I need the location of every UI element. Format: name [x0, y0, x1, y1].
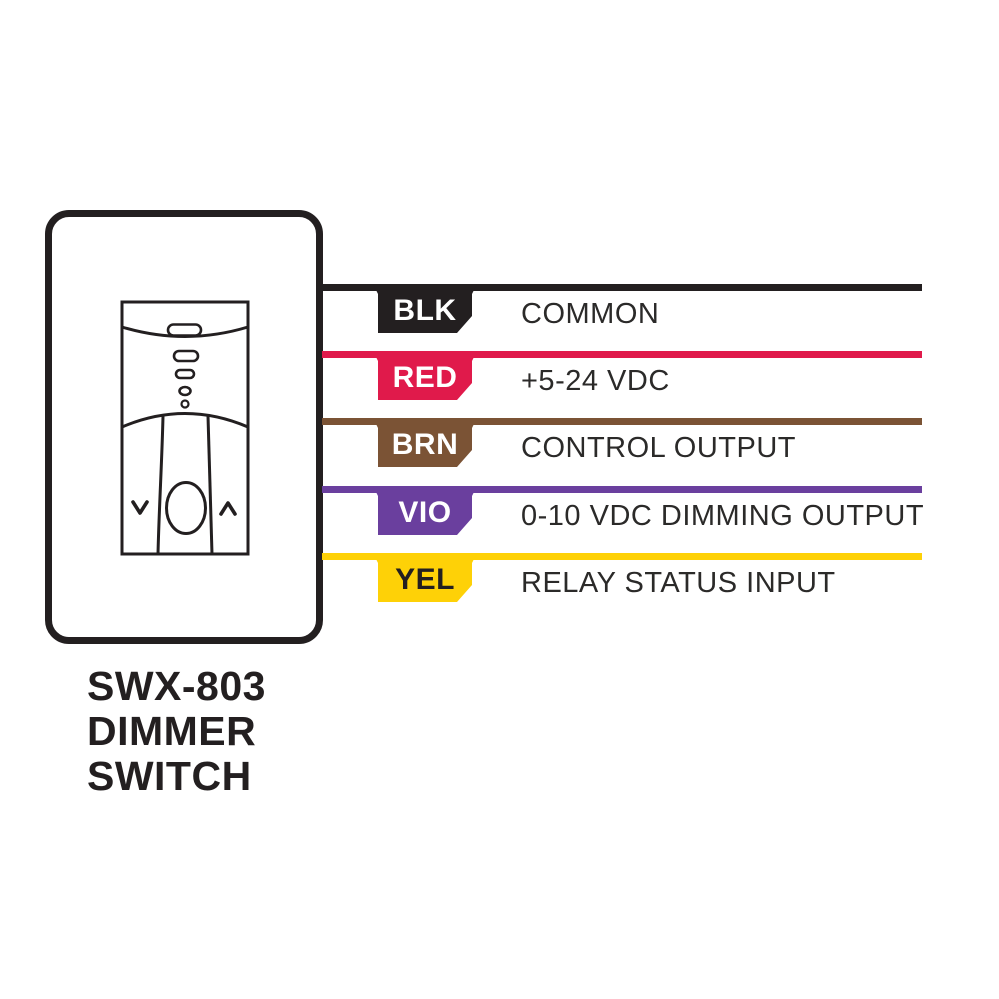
dimmer-switch-plate: [45, 210, 323, 644]
wire-line: [322, 418, 922, 425]
wire-row-blk: BLK COMMON: [322, 284, 942, 340]
wire-line: [322, 351, 922, 358]
wire-function-label: CONTROL OUTPUT: [521, 431, 796, 464]
wire-function-label: +5-24 VDC: [521, 364, 670, 397]
device-title-line: SWITCH: [87, 753, 252, 799]
wire-row-brn: BRN CONTROL OUTPUT: [322, 418, 942, 474]
wire-row-red: RED +5-24 VDC: [322, 351, 942, 407]
wire-tag-text: YEL: [395, 563, 455, 596]
wire-line: [322, 486, 922, 493]
wire-color-tag: VIO: [373, 486, 477, 535]
wire-color-tag: RED: [373, 351, 477, 400]
wire-tag-text: BLK: [393, 294, 457, 327]
wire-row-vio: VIO 0-10 VDC DIMMING OUTPUT: [322, 486, 942, 542]
wire-function-label: COMMON: [521, 297, 660, 330]
wire-line: [322, 553, 922, 560]
wire-tag-text: VIO: [398, 496, 452, 529]
wire-row-yel: YEL RELAY STATUS INPUT: [322, 553, 942, 609]
device-title: SWX-803 DIMMER SWITCH: [87, 664, 266, 799]
wire-color-tag: YEL: [373, 553, 477, 602]
wire-line: [322, 284, 922, 291]
wire-function-label: RELAY STATUS INPUT: [521, 566, 836, 599]
wire-tag-text: BRN: [391, 428, 459, 461]
wire-color-tag: BLK: [373, 284, 477, 333]
wire-function-label: 0-10 VDC DIMMING OUTPUT: [521, 499, 925, 532]
wire-color-tag: BRN: [373, 418, 477, 467]
device-title-line: SWX-803: [87, 663, 266, 709]
wire-tag-text: RED: [392, 361, 458, 394]
device-title-line: DIMMER: [87, 708, 257, 754]
